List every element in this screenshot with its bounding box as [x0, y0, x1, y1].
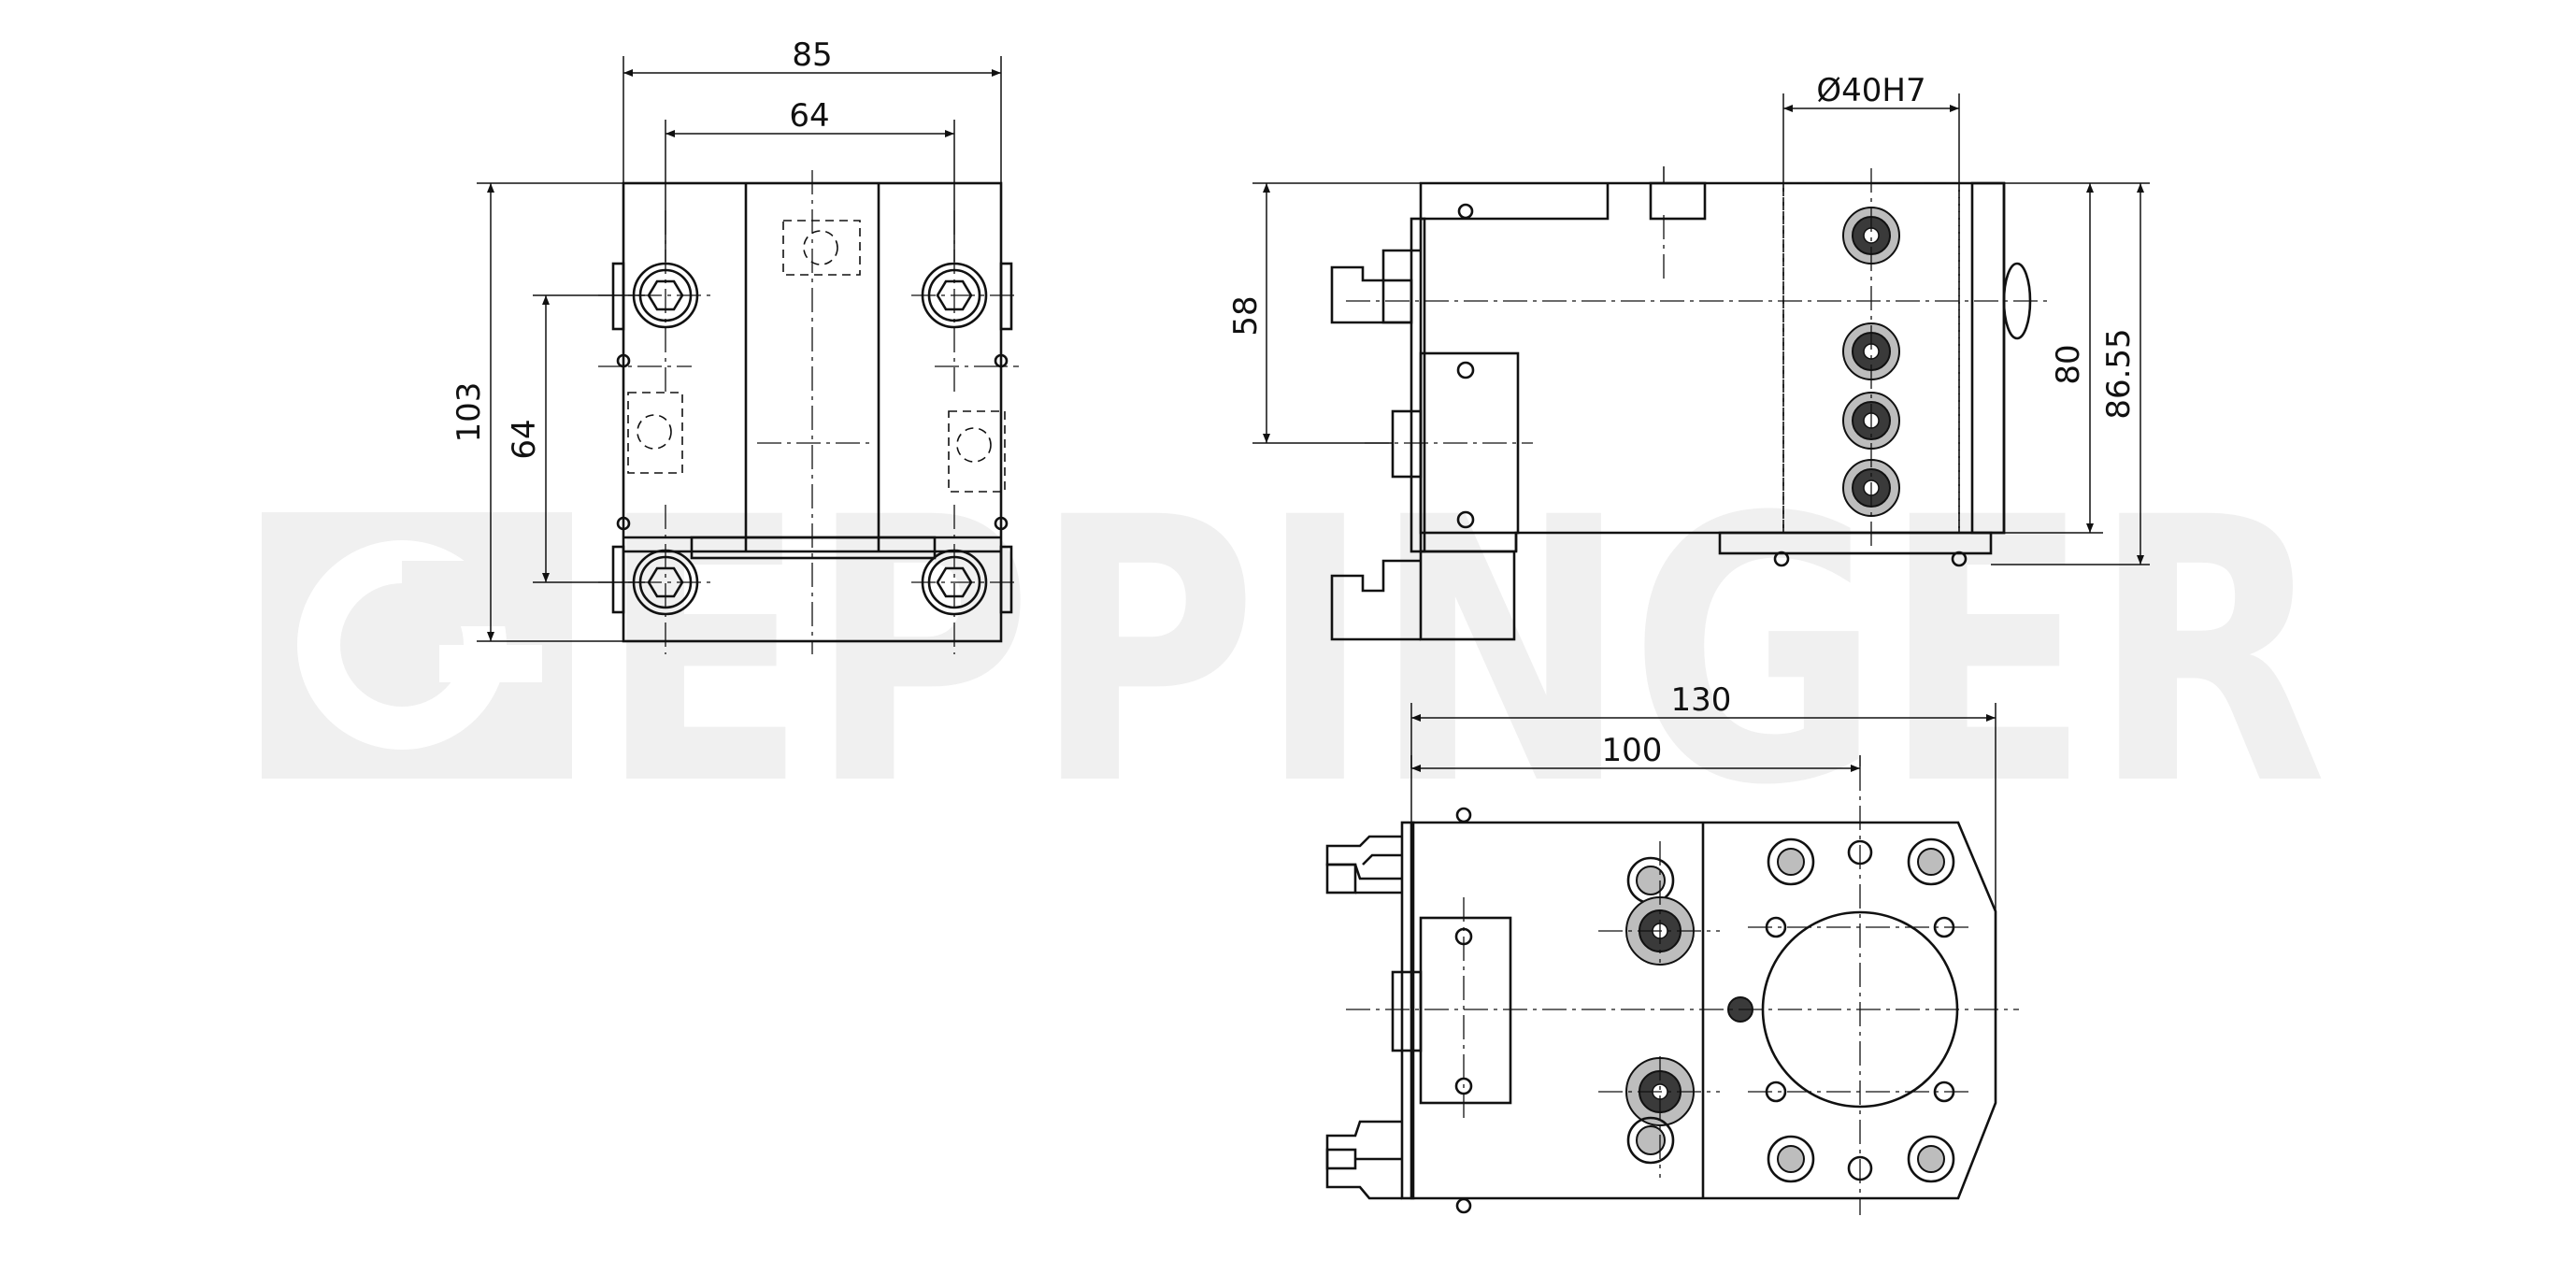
front-view: 85 64 103 64 — [451, 36, 1019, 654]
eppinger-logo-icon — [262, 512, 572, 779]
dim-length-outer: 130 — [1671, 681, 1732, 719]
dim-width-outer: 85 — [792, 36, 832, 74]
mounting-screw-icon — [1767, 1135, 1815, 1183]
mounting-screw-icon — [1907, 837, 1955, 886]
dim-height-outer: 103 — [451, 382, 488, 443]
top-view: 130 100 — [1325, 681, 2019, 1215]
dim-height-inner: 64 — [506, 419, 543, 459]
watermark: EPPINGER — [262, 440, 2327, 865]
mounting-screw-icon — [1767, 837, 1815, 886]
dim-height-58: 58 — [1227, 295, 1265, 336]
mounting-screw-icon — [1907, 1135, 1955, 1183]
dim-length-inner: 100 — [1602, 732, 1663, 769]
dim-height-80: 80 — [2050, 344, 2087, 384]
dim-width-inner: 64 — [789, 97, 829, 135]
dim-height-86-55: 86.55 — [2100, 328, 2138, 419]
side-view: Ø40H7 58 80 86.55 — [1227, 72, 2150, 641]
dim-bore-diameter: Ø40H7 — [1816, 72, 1925, 109]
watermark-text: EPPINGER — [598, 440, 2327, 865]
